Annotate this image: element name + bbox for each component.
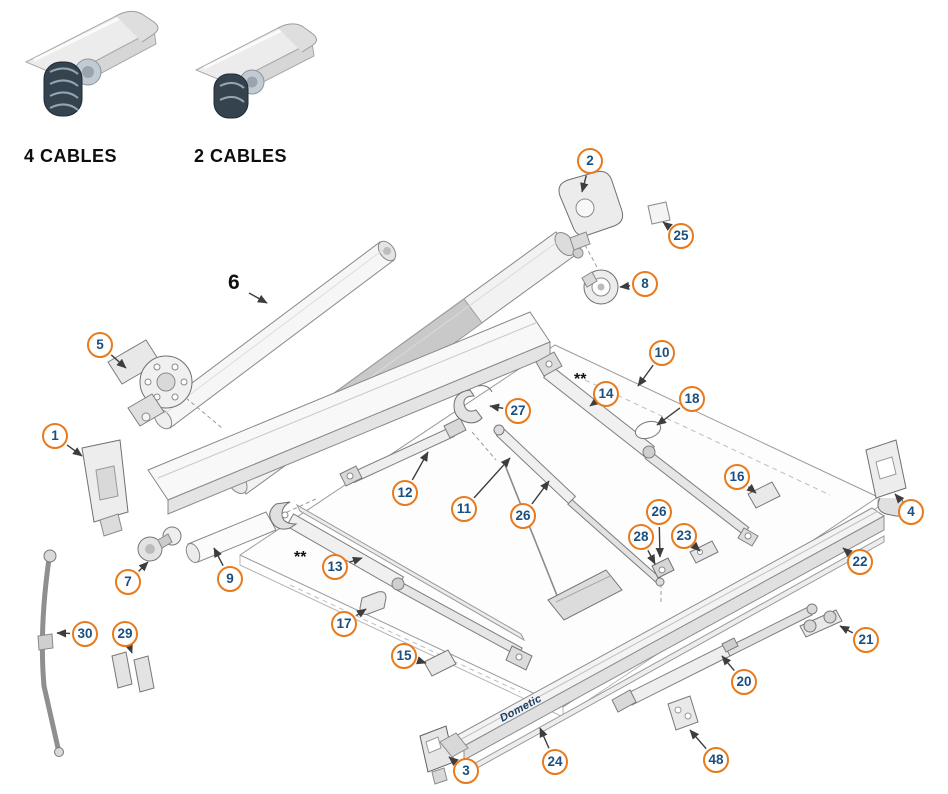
- crank-rod: [37, 549, 64, 757]
- motor-assembly: [107, 339, 223, 429]
- callout-29: 29: [112, 621, 138, 647]
- end-cap-left: [81, 439, 129, 537]
- callout-26: 26: [510, 503, 536, 529]
- asterisk-note-right: **: [574, 371, 587, 388]
- small-parts: [111, 420, 907, 785]
- inset-label-2-cables: 2 CABLES: [194, 146, 288, 166]
- spring-arm-right: [535, 351, 759, 547]
- telescopic-support: [493, 424, 675, 621]
- callout-26: 26: [646, 499, 672, 525]
- callout-14: 14: [593, 381, 619, 407]
- gear-end: [558, 170, 671, 305]
- callout-17: 17: [331, 611, 357, 637]
- callout-10: 10: [649, 340, 675, 366]
- callout-4: 4: [898, 499, 924, 525]
- callout-20: 20: [731, 669, 757, 695]
- short-tube: [185, 497, 319, 564]
- callout-7: 7: [115, 569, 141, 595]
- callout-13: 13: [322, 554, 348, 580]
- callout-8: 8: [632, 271, 658, 297]
- callout-11: 11: [451, 496, 477, 522]
- callout-48: 48: [703, 747, 729, 773]
- callout-5: 5: [87, 332, 113, 358]
- callout-21: 21: [853, 627, 879, 653]
- callout-3: 3: [453, 758, 479, 784]
- leader-lines: [56, 175, 905, 767]
- inset-photo-4-cables: [24, 10, 159, 117]
- callout-12: 12: [392, 480, 418, 506]
- rafter-bar: [339, 417, 467, 487]
- callout-23: 23: [671, 523, 697, 549]
- idler-parts: [137, 526, 182, 562]
- front-rail: [439, 507, 885, 773]
- callout-22: 22: [847, 549, 873, 575]
- callout-25: 25: [668, 223, 694, 249]
- asterisk-note-left: **: [294, 549, 307, 566]
- callout-24: 24: [542, 749, 568, 775]
- callout-27: 27: [505, 398, 531, 424]
- inset-photo-2-cables: [194, 23, 317, 119]
- claw-bracket: [453, 385, 497, 461]
- callout-15: 15: [391, 643, 417, 669]
- support-arm: [611, 603, 818, 713]
- callout-1: 1: [42, 423, 68, 449]
- callout-9: 9: [217, 566, 243, 592]
- callout-28: 28: [628, 524, 654, 550]
- callout-16: 16: [724, 464, 750, 490]
- callout-2: 2: [577, 148, 603, 174]
- callout-18: 18: [679, 386, 705, 412]
- part-6-label: 6: [228, 271, 240, 294]
- spring-arm-left: [269, 501, 533, 671]
- inset-label-4-cables: 4 CABLES: [24, 146, 118, 166]
- callout-30: 30: [72, 621, 98, 647]
- case-profile: [147, 311, 551, 515]
